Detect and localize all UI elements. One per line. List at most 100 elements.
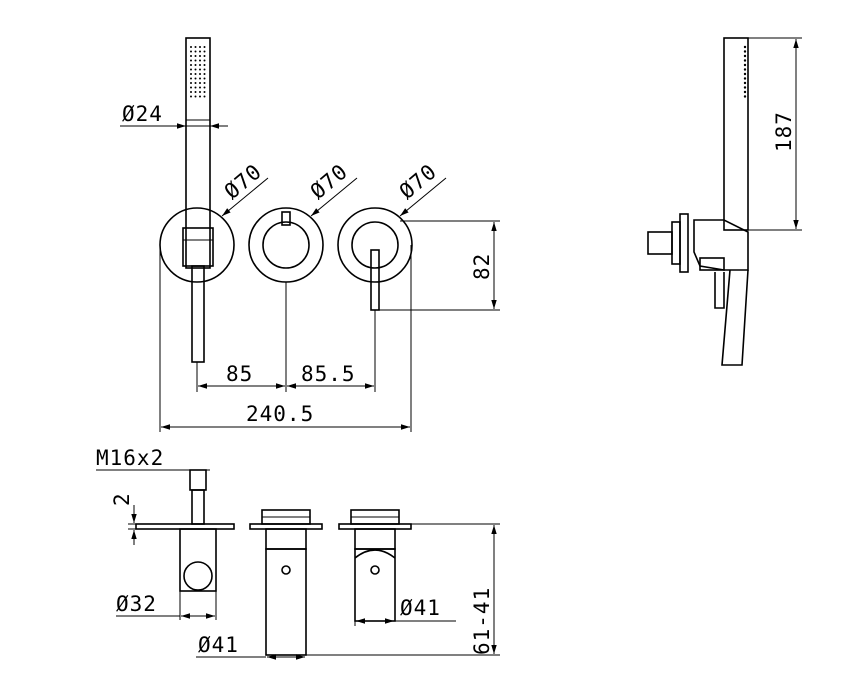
- dim-label-dia70-2: Ø70: [306, 159, 353, 204]
- spray-hole: [203, 82, 206, 84]
- spray-hole: [194, 46, 197, 48]
- spray-hole: [199, 86, 201, 89]
- dim-label-dia70-1: Ø70: [220, 159, 267, 204]
- dim-height-187: 187: [748, 37, 802, 231]
- side-spray-hole: [743, 81, 747, 85]
- spray-hole: [190, 77, 192, 80]
- spray-hole: [190, 68, 192, 71]
- spray-hole: [194, 82, 197, 84]
- spray-hole: [203, 59, 206, 62]
- spray-hole: [190, 46, 192, 48]
- spray-hole: [190, 64, 192, 66]
- spray-hole: [190, 86, 192, 89]
- dim-height-82: 82: [379, 220, 500, 311]
- dim-plate-dia-1: Ø70: [220, 159, 269, 217]
- outlet-section: [135, 469, 235, 592]
- dim-dia-41-left: Ø41: [196, 633, 305, 660]
- spray-hole: [203, 64, 206, 66]
- dim-label-85: 85: [226, 362, 253, 386]
- spray-hole: [203, 73, 206, 75]
- plate-right: [337, 207, 413, 311]
- side-spray-hole: [743, 50, 747, 53]
- spray-hole: [194, 59, 197, 62]
- dim-dia-32: Ø32: [116, 591, 217, 620]
- spray-hole: [199, 73, 201, 75]
- dim-label-dia70-3: Ø70: [395, 159, 442, 204]
- spray-hole: [199, 55, 201, 57]
- side-spray-hole: [743, 77, 747, 80]
- spray-hole: [203, 86, 206, 89]
- dim-plate-dia-2: Ø70: [306, 159, 358, 217]
- dim-depth-2: 2: [110, 492, 140, 545]
- side-spray-hole: [743, 72, 747, 76]
- dim-label-dia32: Ø32: [116, 592, 157, 616]
- plate-middle: [248, 207, 324, 283]
- dim-label-dia41-right: Ø41: [400, 596, 441, 620]
- spray-hole: [194, 77, 197, 80]
- dim-dia-41-right: Ø41: [354, 596, 456, 626]
- dim-spacing: 85 85.5: [196, 282, 376, 392]
- spray-hole: [190, 50, 192, 53]
- side-spray-hole: [743, 86, 747, 89]
- plate-left: [159, 207, 235, 283]
- spray-hole: [199, 64, 201, 66]
- dim-thread: M16x2: [96, 446, 186, 471]
- section-view: M16x2 2 Ø32 Ø41: [96, 446, 500, 660]
- dim-label-187: 187: [772, 111, 796, 152]
- spray-hole: [194, 64, 197, 66]
- dim-range-61-41: 61-41: [306, 523, 500, 656]
- spray-hole: [190, 95, 192, 98]
- spray-hole: [194, 91, 197, 93]
- spray-hole: [190, 73, 192, 75]
- handshower-front: [182, 37, 214, 363]
- dim-label-m16x2: M16x2: [96, 446, 164, 470]
- spray-hole: [203, 46, 206, 48]
- dim-label-82: 82: [470, 253, 494, 280]
- spray-hole: [199, 46, 201, 48]
- spray-hole: [199, 82, 201, 84]
- dim-label-85-5: 85.5: [301, 362, 356, 386]
- front-view: Ø24 Ø70 Ø70 Ø70 82: [120, 37, 500, 432]
- valve-middle-section: [249, 509, 323, 656]
- spray-hole: [203, 95, 206, 98]
- side-view: 187: [647, 37, 802, 366]
- dim-total: 240.5: [159, 245, 412, 432]
- spray-hole: [203, 91, 206, 93]
- spray-hole: [199, 91, 201, 93]
- dim-label-2: 2: [110, 492, 134, 506]
- spray-hole: [190, 55, 192, 57]
- spray-dots: [190, 46, 206, 98]
- dim-label-240-5: 240.5: [246, 402, 314, 426]
- side-spray-hole: [743, 59, 747, 62]
- spray-hole: [203, 77, 206, 80]
- spray-hole: [190, 91, 192, 93]
- spray-hole: [203, 55, 206, 57]
- spray-hole: [199, 50, 201, 53]
- side-spray-hole: [743, 54, 747, 58]
- spray-hole: [194, 68, 197, 71]
- spray-hole: [190, 82, 192, 84]
- spray-hole: [190, 59, 192, 62]
- spray-hole: [203, 50, 206, 53]
- spray-hole: [199, 68, 201, 71]
- spray-hole: [194, 55, 197, 57]
- spray-hole: [199, 95, 201, 98]
- side-spray-hole: [743, 95, 747, 98]
- side-spray-hole: [743, 90, 747, 94]
- dim-plate-dia-3: Ø70: [395, 159, 447, 217]
- side-spray-hole: [743, 45, 747, 49]
- side-spray-hole: [743, 63, 747, 67]
- side-spray-dots: [743, 45, 747, 98]
- spray-hole: [194, 95, 197, 98]
- spray-hole: [203, 68, 206, 71]
- spray-hole: [194, 86, 197, 89]
- spray-hole: [199, 59, 201, 62]
- dim-label-dia41-left: Ø41: [198, 633, 239, 657]
- spray-hole: [194, 73, 197, 75]
- dim-label-61-41: 61-41: [470, 587, 494, 655]
- dim-handshower-dia: Ø24: [120, 102, 228, 129]
- spray-hole: [194, 50, 197, 53]
- spray-hole: [199, 77, 201, 80]
- dim-label-dia24: Ø24: [122, 102, 163, 126]
